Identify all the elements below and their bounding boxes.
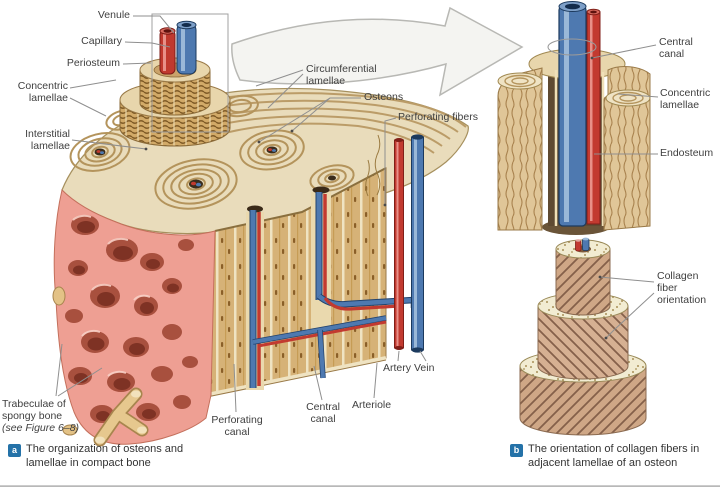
trabecula-y-piece	[93, 387, 149, 447]
zoom-arrow	[231, 6, 524, 97]
label-arteriole: Arteriole	[352, 399, 392, 411]
perforating-fibers-texture	[365, 134, 381, 197]
label-central-canal-a: Central canal	[306, 401, 340, 426]
collagen-fiber-illustration	[519, 237, 647, 436]
capillary-tube	[159, 27, 176, 75]
label-capillary: Capillary	[81, 35, 122, 47]
vessel-network	[247, 186, 418, 388]
label-trabeculae-line2: spongy bone	[2, 410, 63, 423]
label-trabeculae: Trabeculae of spongy bone (see Figure 6–…	[2, 398, 98, 434]
label-concentric-lamellae: Concentric lamellae	[17, 80, 68, 105]
caption-a-text: The organization of osteons and lamellae…	[26, 443, 184, 469]
label-trabeculae-line1: Trabeculae of	[2, 398, 66, 410]
venule-tube	[176, 20, 197, 75]
label-circumferential-lamellae: Circumferential lamellae	[306, 63, 377, 88]
label-perforating-fibers: Perforating fibers	[398, 111, 478, 123]
caption-b-marker: b	[510, 444, 523, 457]
spongy-bone	[52, 189, 216, 447]
osteon-central-canal-openings	[94, 146, 336, 189]
caption-b-text: The orientation of collagen fibers in ad…	[528, 443, 700, 469]
protruding-osteon	[119, 13, 231, 147]
label-central-canal-b: Central canal	[659, 36, 693, 61]
label-endosteum: Endosteum	[660, 147, 714, 159]
label-trabeculae-note: (see Figure 6–8)	[2, 422, 80, 435]
label-venule: Venule	[97, 9, 130, 21]
caption-a-marker: a	[8, 444, 21, 457]
label-artery: Artery	[383, 362, 412, 374]
spongy-bone-holes	[65, 214, 198, 423]
label-concentric-lamellae-b: Concentric lamellae	[660, 87, 711, 112]
label-collagen-fiber-orientation: Collagen fiber orientation	[657, 270, 707, 307]
osteon-cutaway-illustration	[497, 1, 651, 235]
leader-dots	[144, 56, 608, 340]
label-osteons: Osteons	[364, 91, 404, 103]
label-vein: Vein	[414, 362, 435, 374]
central-canal-outline	[547, 38, 597, 56]
trabecula-stub	[62, 424, 78, 436]
trabecula-stub	[52, 286, 66, 306]
label-interstitial-lamellae: Interstitial lamellae	[25, 128, 70, 153]
artery-vein-tubes	[394, 134, 424, 353]
zoom-source-box	[151, 13, 229, 133]
figure-bottom-rule	[0, 485, 720, 487]
label-perforating-canal: Perforating canal	[211, 414, 263, 439]
label-periosteum: Periosteum	[66, 57, 120, 69]
leader-lines	[55, 15, 659, 413]
